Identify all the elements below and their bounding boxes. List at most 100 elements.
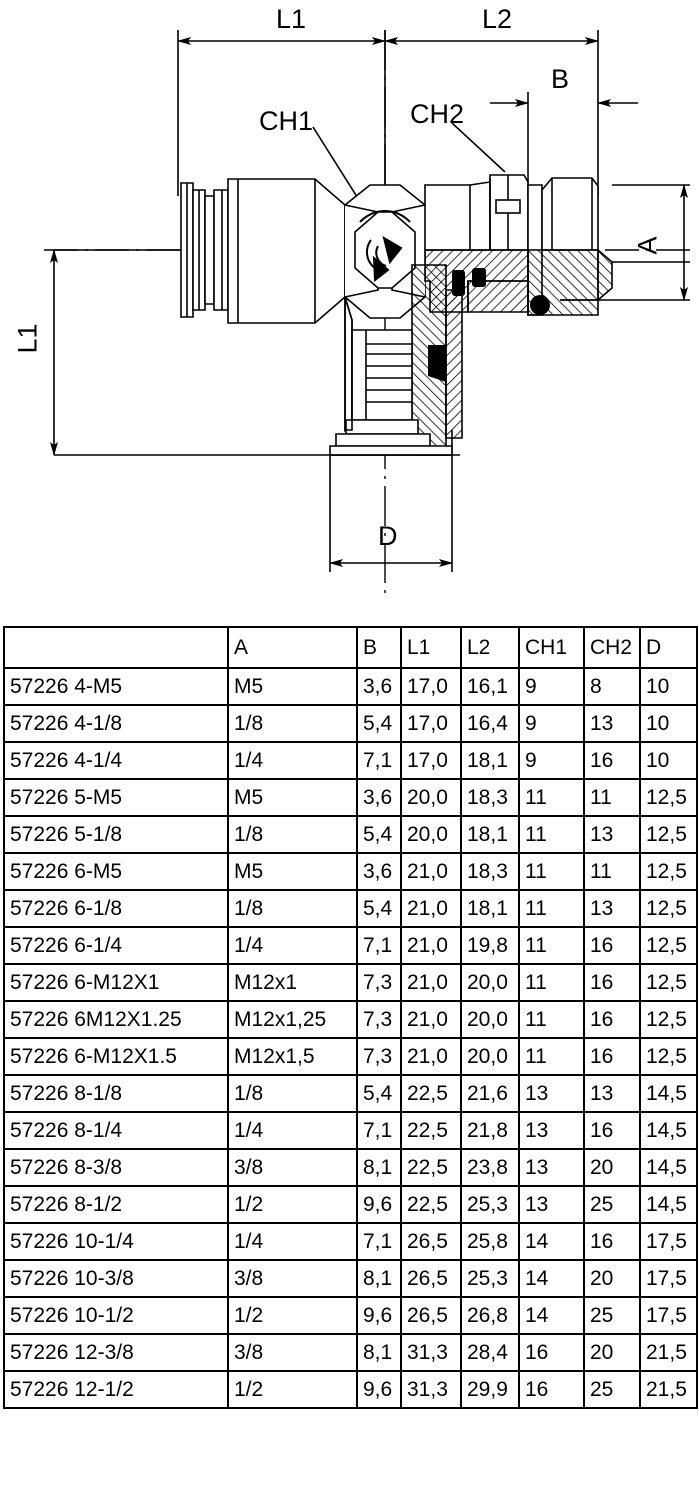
cell-d: 14,5 <box>639 1148 698 1187</box>
cell-ch2: 13 <box>583 889 641 928</box>
cell-l2: 16,4 <box>460 704 520 743</box>
cell-b: 7,1 <box>356 741 402 780</box>
cell-d: 10 <box>639 704 698 743</box>
cell-d: 12,5 <box>639 778 698 817</box>
cell-l1: 21,0 <box>400 889 462 928</box>
cell-ch2: 16 <box>583 1111 641 1150</box>
cell-d: 12,5 <box>639 815 698 854</box>
cell-a: M5 <box>227 852 358 891</box>
cell-b: 3,6 <box>356 667 402 706</box>
cell-b: 5,4 <box>356 889 402 928</box>
cell-d: 12,5 <box>639 926 698 965</box>
cell-b: 5,4 <box>356 815 402 854</box>
cell-ch2: 20 <box>583 1333 641 1372</box>
table-header-row: A B L1 L2 CH1 CH2 D <box>3 626 698 669</box>
cell-code: 57226 4-M5 <box>3 667 229 706</box>
cell-l1: 17,0 <box>400 704 462 743</box>
cell-ch1: 13 <box>518 1111 585 1150</box>
cell-a: 1/4 <box>227 741 358 780</box>
cell-l1: 22,5 <box>400 1074 462 1113</box>
cell-ch1: 14 <box>518 1296 585 1335</box>
cell-ch2: 20 <box>583 1259 641 1298</box>
dim-label-ch2: CH2 <box>410 99 465 129</box>
column-header-l2: L2 <box>460 626 520 669</box>
cell-a: 1/8 <box>227 889 358 928</box>
right-arm-detail <box>469 175 521 250</box>
lower-branch-thread-lines <box>365 330 412 420</box>
cell-code: 57226 6-1/8 <box>3 889 229 928</box>
cell-b: 8,1 <box>356 1259 402 1298</box>
cell-l1: 26,5 <box>400 1259 462 1298</box>
cell-d: 17,5 <box>639 1259 698 1298</box>
cell-a: 1/2 <box>227 1370 358 1409</box>
cell-ch2: 25 <box>583 1185 641 1224</box>
cell-d: 21,5 <box>639 1333 698 1372</box>
cell-d: 12,5 <box>639 889 698 928</box>
cell-a: 3/8 <box>227 1148 358 1187</box>
cell-a: 3/8 <box>227 1333 358 1372</box>
cell-code: 57226 8-3/8 <box>3 1148 229 1187</box>
cell-l2: 20,0 <box>460 1037 520 1076</box>
cell-code: 57226 6-1/4 <box>3 926 229 965</box>
cell-l1: 21,0 <box>400 1037 462 1076</box>
cell-l1: 31,3 <box>400 1370 462 1409</box>
cell-ch2: 16 <box>583 1000 641 1039</box>
cell-l2: 25,3 <box>460 1185 520 1224</box>
cell-b: 3,6 <box>356 852 402 891</box>
cell-d: 21,5 <box>639 1370 698 1409</box>
cell-d: 12,5 <box>639 1000 698 1039</box>
cell-code: 57226 8-1/4 <box>3 1111 229 1150</box>
column-header-d: D <box>639 626 698 669</box>
cell-code: 57226 8-1/8 <box>3 1074 229 1113</box>
cell-l2: 21,8 <box>460 1111 520 1150</box>
body-left-arm-edges <box>237 179 316 323</box>
cell-code: 57226 6-M12X1.5 <box>3 1037 229 1076</box>
cell-ch1: 11 <box>518 926 585 965</box>
cell-ch1: 11 <box>518 889 585 928</box>
cell-d: 17,5 <box>639 1296 698 1335</box>
cell-a: 1/2 <box>227 1296 358 1335</box>
cell-b: 9,6 <box>356 1296 402 1335</box>
cell-ch1: 11 <box>518 778 585 817</box>
cell-b: 7,3 <box>356 963 402 1002</box>
cell-code: 57226 6-M5 <box>3 852 229 891</box>
cell-ch1: 11 <box>518 963 585 1002</box>
cell-ch2: 25 <box>583 1296 641 1335</box>
cell-ch1: 9 <box>518 741 585 780</box>
cell-d: 10 <box>639 667 698 706</box>
dim-label-b: B <box>551 64 570 94</box>
push-in-collet-left <box>180 182 229 318</box>
cell-l2: 28,4 <box>460 1333 520 1372</box>
cell-b: 9,6 <box>356 1370 402 1409</box>
cell-l1: 22,5 <box>400 1111 462 1150</box>
cell-a: 3/8 <box>227 1259 358 1298</box>
cell-ch2: 13 <box>583 704 641 743</box>
cell-ch2: 16 <box>583 1037 641 1076</box>
cell-l2: 19,8 <box>460 926 520 965</box>
cell-l2: 20,0 <box>460 963 520 1002</box>
column-header-code <box>3 626 229 669</box>
cell-a: M5 <box>227 667 358 706</box>
cell-b: 5,4 <box>356 704 402 743</box>
cell-code: 57226 10-1/4 <box>3 1222 229 1261</box>
cell-d: 14,5 <box>639 1111 698 1150</box>
cell-ch1: 11 <box>518 815 585 854</box>
boss-facets <box>344 204 426 298</box>
cell-d: 12,5 <box>639 963 698 1002</box>
cell-b: 7,1 <box>356 926 402 965</box>
cell-l2: 23,8 <box>460 1148 520 1187</box>
cell-ch2: 16 <box>583 741 641 780</box>
cell-l2: 18,1 <box>460 741 520 780</box>
cell-b: 5,4 <box>356 1074 402 1113</box>
cell-code: 57226 5-1/8 <box>3 815 229 854</box>
body-left-arm <box>227 178 346 324</box>
cell-code: 57226 10-1/2 <box>3 1296 229 1335</box>
